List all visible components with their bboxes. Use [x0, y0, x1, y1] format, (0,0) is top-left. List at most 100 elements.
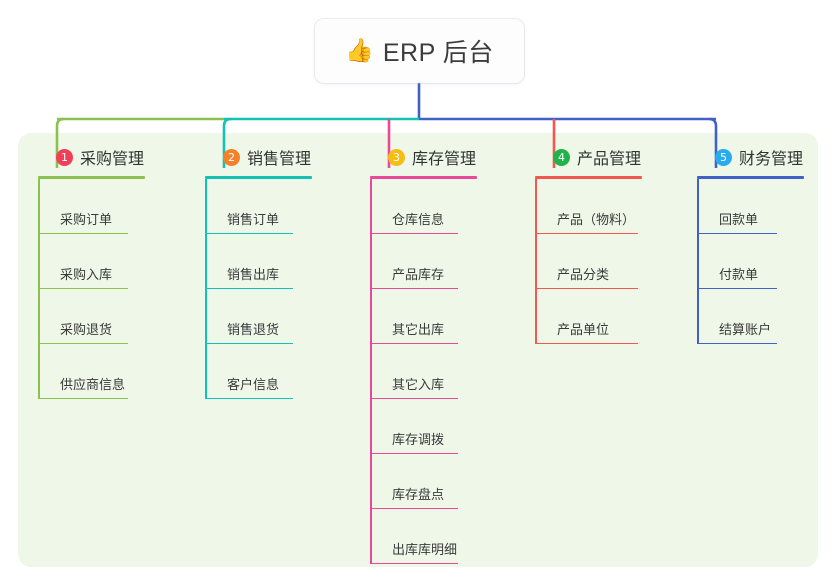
branch-title: 库存管理: [412, 151, 477, 168]
branch-item-rule: [697, 287, 777, 289]
branch-column-1: 1 采购管理采购订单采购入库采购退货供应商信息: [38, 145, 145, 399]
branch-header-4[interactable]: 4 产品管理: [535, 145, 642, 169]
branch-item-label: 产品分类: [557, 267, 610, 282]
branch-item-label: 结算账户: [719, 322, 772, 337]
branch-item-rule: [697, 232, 777, 234]
branch-item-rule: [535, 232, 638, 234]
branch-title: 财务管理: [739, 151, 804, 168]
branch-item[interactable]: 其它出库: [370, 289, 477, 344]
branch-item[interactable]: 出库库明细: [370, 509, 477, 564]
branch-header-3[interactable]: 3 库存管理: [370, 145, 477, 169]
branch-item-label: 库存盘点: [392, 487, 445, 502]
branch-item-rule: [370, 452, 458, 454]
branch-item-label: 产品单位: [557, 322, 610, 337]
branch-item-label: 采购退货: [60, 322, 113, 337]
branch-item-rule: [370, 287, 458, 289]
branch-item[interactable]: 库存调拨: [370, 399, 477, 454]
branch-item-label: 付款单: [719, 267, 759, 282]
branch-item[interactable]: 库存盘点: [370, 454, 477, 509]
branch-items: 销售订单销售出库销售退货客户信息: [205, 179, 312, 399]
branch-items: 回款单付款单结算账户: [697, 179, 804, 344]
branch-item-rule: [38, 287, 128, 289]
branch-item[interactable]: 产品单位: [535, 289, 642, 344]
branch-item-rule: [205, 342, 293, 344]
branch-item-label: 采购入库: [60, 267, 113, 282]
branch-item-rule: [205, 397, 293, 399]
branch-header-2[interactable]: 2 销售管理: [205, 145, 312, 169]
branch-item-label: 销售退货: [227, 322, 280, 337]
branch-item[interactable]: 产品库存: [370, 234, 477, 289]
branch-item-label: 销售出库: [227, 267, 280, 282]
branch-item[interactable]: 销售订单: [205, 179, 312, 234]
branch-item[interactable]: 结算账户: [697, 289, 804, 344]
branch-header-rule: [697, 176, 804, 179]
branch-item-rule: [205, 232, 293, 234]
branch-title: 产品管理: [577, 151, 642, 168]
branch-title: 销售管理: [247, 151, 312, 168]
branch-item[interactable]: 产品（物料）: [535, 179, 642, 234]
branch-item-label: 仓库信息: [392, 212, 445, 227]
branch-number-badge: 4: [553, 148, 570, 166]
branch-item-rule: [697, 342, 777, 344]
branch-item[interactable]: 采购入库: [38, 234, 145, 289]
branch-item-rule: [370, 397, 458, 399]
branch-spine: [38, 179, 40, 399]
branch-column-5: 5 财务管理回款单付款单结算账户: [697, 145, 804, 344]
branch-item[interactable]: 采购订单: [38, 179, 145, 234]
branch-number-badge: 3: [388, 148, 405, 166]
branch-item-rule: [535, 287, 638, 289]
branch-item-rule: [38, 232, 128, 234]
branch-title: 采购管理: [80, 151, 145, 168]
branch-spine: [535, 179, 537, 344]
branches-panel: [18, 133, 818, 567]
branch-header-1[interactable]: 1 采购管理: [38, 145, 145, 169]
branch-item-rule: [205, 287, 293, 289]
branch-column-4: 4 产品管理产品（物料） 产品分类产品单位: [535, 145, 642, 344]
branch-header-rule: [370, 176, 477, 179]
branch-item[interactable]: 销售出库: [205, 234, 312, 289]
branch-header-rule: [205, 176, 312, 179]
root-node-content: 👍 ERP 后台: [345, 33, 494, 69]
branch-header-rule: [38, 176, 145, 179]
branch-item-label: 其它入库: [392, 377, 445, 392]
branch-item[interactable]: 回款单: [697, 179, 804, 234]
branch-item-label: 库存调拨: [392, 432, 445, 447]
branch-spine: [370, 179, 372, 564]
root-title: ERP 后台: [382, 39, 494, 67]
branch-header-rule: [535, 176, 642, 179]
branch-item[interactable]: 客户信息: [205, 344, 312, 399]
branch-items: 产品（物料） 产品分类产品单位: [535, 179, 642, 344]
branch-number-badge: 5: [715, 148, 732, 166]
branch-header-5[interactable]: 5 财务管理: [697, 145, 804, 169]
branch-item-label: 销售订单: [227, 212, 280, 227]
branch-items: 仓库信息产品库存其它出库其它入库库存调拨库存盘点出库库明细: [370, 179, 477, 564]
branch-spine: [697, 179, 699, 344]
branch-item-rule: [370, 342, 458, 344]
branch-item[interactable]: 销售退货: [205, 289, 312, 344]
branch-item[interactable]: 采购退货: [38, 289, 145, 344]
thumbs-up-icon: 👍: [345, 37, 374, 64]
branch-item-label: 采购订单: [60, 212, 113, 227]
branch-item-rule: [535, 342, 638, 344]
branch-item-label: 出库库明细: [392, 542, 458, 557]
branch-item[interactable]: 其它入库: [370, 344, 477, 399]
branch-item-rule: [370, 562, 458, 564]
branch-item[interactable]: 仓库信息: [370, 179, 477, 234]
branch-item[interactable]: 付款单: [697, 234, 804, 289]
branch-item-label: 其它出库: [392, 322, 445, 337]
branch-number-badge: 2: [223, 148, 240, 166]
branch-number-badge: 1: [56, 148, 73, 166]
branch-column-2: 2 销售管理销售订单销售出库销售退货客户信息: [205, 145, 312, 399]
branch-item-label: 客户信息: [227, 377, 280, 392]
branch-item-rule: [370, 232, 458, 234]
branch-item-rule: [370, 507, 458, 509]
branch-item-label: 回款单: [719, 212, 759, 227]
root-node[interactable]: 👍 ERP 后台: [315, 19, 524, 83]
branch-item-rule: [38, 342, 128, 344]
branch-column-3: 3 库存管理仓库信息产品库存其它出库其它入库库存调拨库存盘点出库库明细: [370, 145, 477, 564]
branch-spine: [205, 179, 207, 399]
branch-item[interactable]: 供应商信息: [38, 344, 145, 399]
branch-item[interactable]: 产品分类: [535, 234, 642, 289]
branch-item-label: 产品（物料）: [557, 212, 636, 227]
